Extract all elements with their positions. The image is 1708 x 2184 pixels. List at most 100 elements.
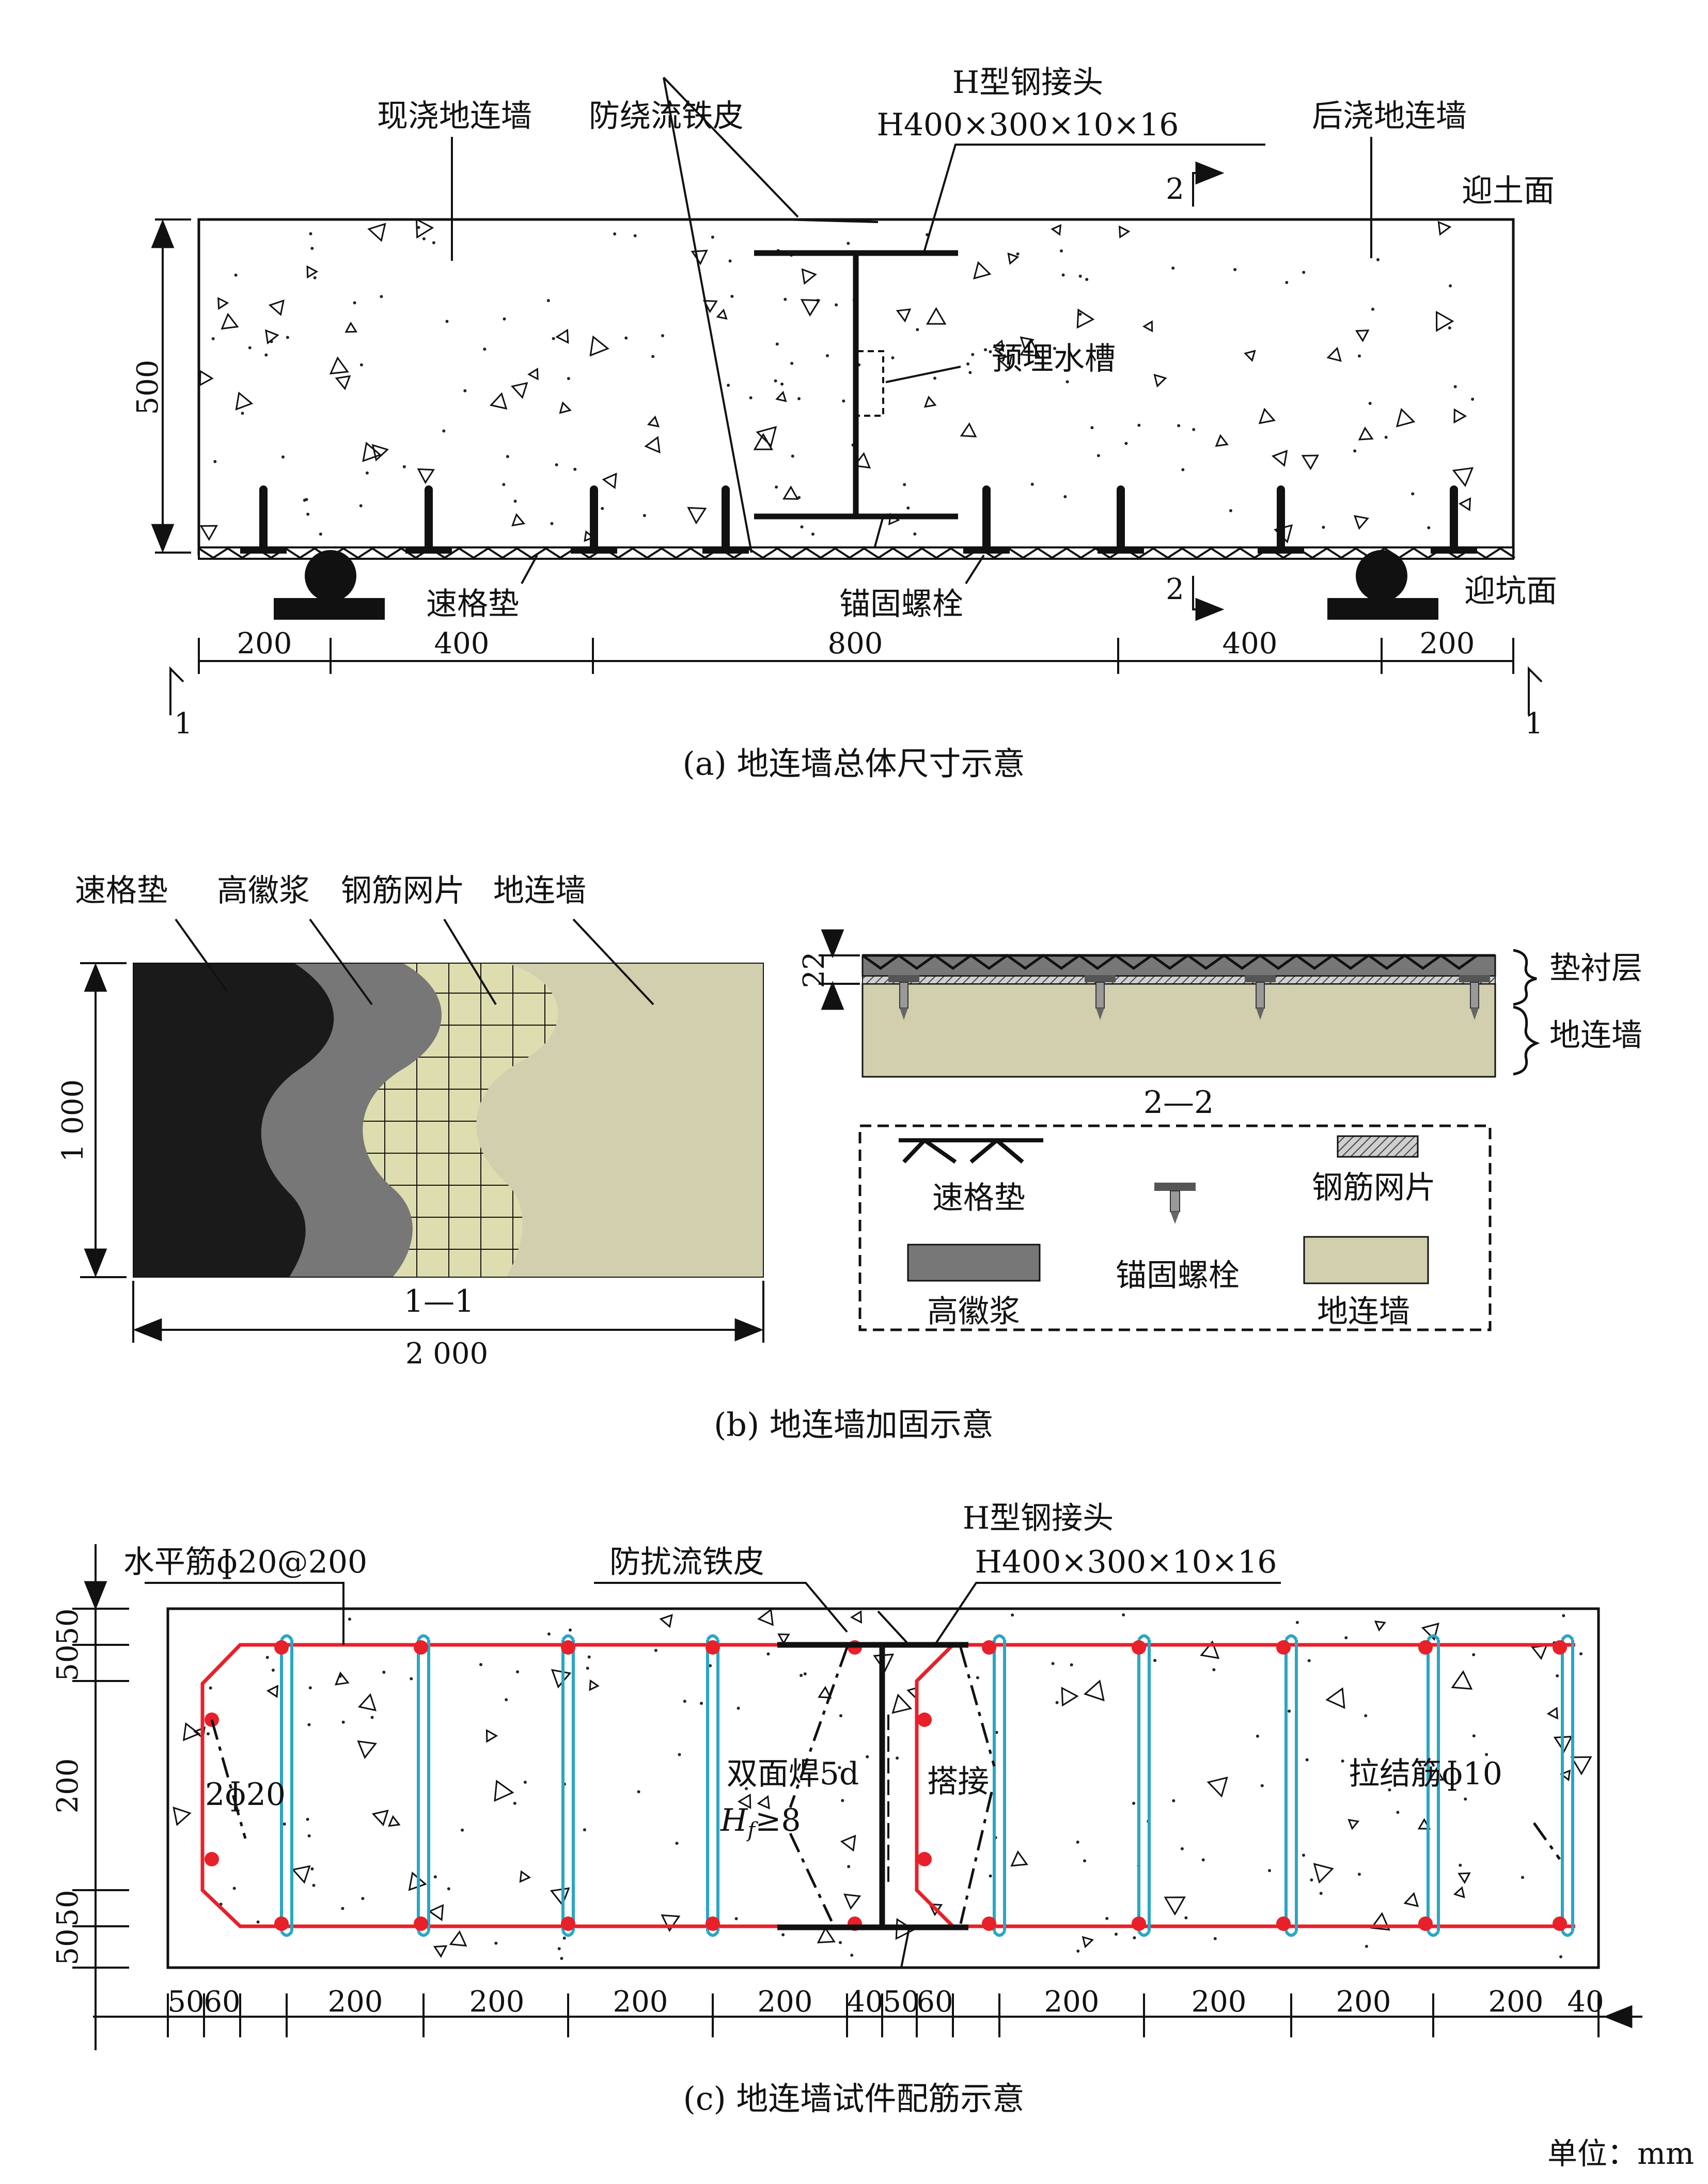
mat-zigzag-22 <box>861 953 1495 970</box>
speckle-triangle <box>853 452 871 469</box>
anchor-bolt-head <box>1459 975 1490 982</box>
speckle-dot <box>306 1817 309 1821</box>
speckle-dot <box>1181 468 1185 472</box>
speckle-triangle <box>1421 1622 1439 1641</box>
speckle-dot <box>523 1781 527 1784</box>
rebar-dot <box>917 1852 932 1866</box>
speckle-triangle <box>661 1914 681 1932</box>
speckle-triangle <box>757 1608 774 1626</box>
speckle-dot <box>891 356 895 359</box>
speckle-dot <box>775 485 778 489</box>
speckle-triangle <box>388 1815 401 1827</box>
speckle-dot <box>1319 1892 1323 1895</box>
speckle-triangle <box>973 261 992 280</box>
speckle-triangle <box>1453 1886 1465 1898</box>
speckle-dot <box>839 1714 842 1718</box>
left-dim-c-1: 50 <box>51 1644 85 1681</box>
speckle-dot <box>410 1677 413 1680</box>
speckle-triangle <box>1370 1912 1390 1931</box>
speckle-dot <box>1449 284 1452 288</box>
rebar-dot <box>917 1712 932 1727</box>
speckle-dot <box>308 1686 312 1690</box>
speckle-dot <box>903 483 906 486</box>
bottom-dim-c-12: 200 <box>1488 1985 1544 2019</box>
speckle-dot <box>241 412 244 415</box>
speckle-dot <box>307 1834 311 1837</box>
speckle-dot <box>700 1702 703 1705</box>
speckle-dot <box>232 1887 236 1890</box>
speckle-dot <box>1192 428 1196 431</box>
speckle-dot <box>1579 1652 1582 1656</box>
tie-rebar <box>417 1634 430 1937</box>
speckle-dot <box>675 1842 679 1845</box>
speckle-dot <box>784 297 787 301</box>
speckle-dot <box>380 295 383 298</box>
speckle-dot <box>989 350 992 353</box>
speckle-dot <box>547 1632 551 1636</box>
speckle-dot <box>432 241 435 244</box>
concrete-speckle-a <box>199 218 1475 544</box>
bottom-dims-a <box>198 638 1514 674</box>
label-h-joint-a: H型钢接头 <box>952 65 1103 101</box>
speckle-dot <box>283 1822 286 1826</box>
speckle-triangle <box>1451 1670 1473 1690</box>
speckle-triangle <box>335 375 351 390</box>
support-left <box>274 550 385 620</box>
rebar-dot <box>1418 1916 1433 1931</box>
speckle-dot <box>483 348 487 351</box>
legend-bolt-text: 锚固螺栓 <box>1116 1258 1240 1294</box>
speckle-dot <box>661 334 664 337</box>
anchor-bolt <box>425 485 433 550</box>
speckle-dot <box>1559 1955 1562 1958</box>
anchor-bolt-tip <box>900 1008 908 1020</box>
anchor-bolt-plate <box>240 547 287 554</box>
left-dim-c-3: 50 <box>51 1890 85 1926</box>
section-1-left-text: 1 <box>174 707 193 741</box>
section-11-text: 1—1 <box>404 1283 474 1319</box>
label-h-spec-c: H400×300×10×16 <box>975 1544 1277 1580</box>
tie-rebar <box>993 1634 1006 1937</box>
leaders-a <box>451 76 1372 585</box>
speckle-dot <box>271 1669 275 1672</box>
speckle-triangle <box>1435 310 1454 332</box>
label-weld: 双面焊5d <box>727 1756 859 1792</box>
speckle-triangle <box>659 1614 673 1628</box>
legend-mesh-text: 钢筋网片 <box>1312 1170 1436 1206</box>
panel-a: 500 200 400 800 400 200 1 1 2 2 <box>131 65 1557 782</box>
speckle-dot <box>312 1883 316 1887</box>
bottom-dim-c-10: 200 <box>1192 1985 1247 2019</box>
rebar-dot <box>1132 1916 1146 1931</box>
speckle-triangle <box>235 391 254 411</box>
speckle-dot <box>1562 1614 1565 1617</box>
width-dim-b <box>132 1281 764 1343</box>
speckle-triangle <box>199 525 218 541</box>
anchor-bolt-shank <box>1470 982 1479 1009</box>
speckle-triangle <box>1546 1707 1558 1720</box>
support-right <box>1327 550 1438 620</box>
speckle-dot <box>550 522 554 525</box>
label-lap: 搭接 <box>927 1764 989 1800</box>
speckle-triangle <box>550 1887 570 1907</box>
speckle-dot <box>513 499 517 503</box>
speckle-triangle <box>756 426 777 447</box>
speckle-triangle <box>559 401 572 414</box>
bottom-dim-c-13: 40 <box>1567 1985 1604 2019</box>
speckle-triangle <box>843 1893 861 1910</box>
speckle-dot <box>587 1655 591 1659</box>
speckle-dot <box>306 512 310 516</box>
speckle-dot <box>213 460 217 463</box>
speckle-dot <box>264 353 268 357</box>
mesh-section-22 <box>862 976 1496 984</box>
speckle-triangle <box>777 1633 790 1645</box>
speckle-dot <box>945 1782 948 1786</box>
anchor-bolt-shank <box>1095 982 1105 1009</box>
speckle-dot <box>234 273 238 277</box>
speckle-dot <box>913 532 917 536</box>
speckle-triangle <box>1142 320 1153 333</box>
speckle-dot <box>1172 1799 1176 1802</box>
speckle-dot <box>248 346 252 350</box>
speckle-triangle <box>329 356 349 375</box>
speckle-dot <box>774 379 777 383</box>
speckle-dot <box>968 371 972 374</box>
